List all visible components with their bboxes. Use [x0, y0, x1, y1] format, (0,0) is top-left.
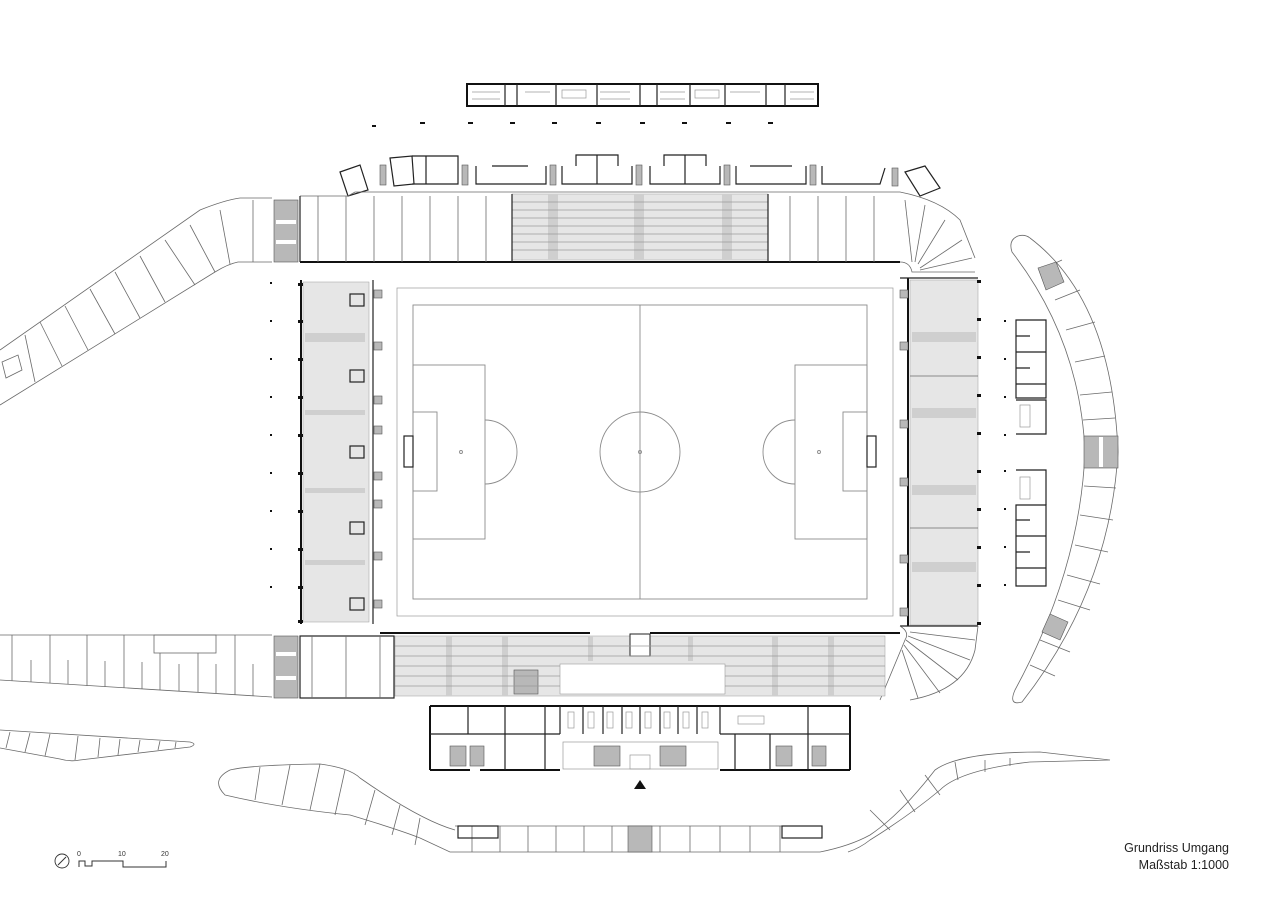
football-pitch — [396, 287, 894, 617]
south-main-stand — [273, 632, 900, 699]
kiosk-row — [339, 154, 941, 197]
east-stand — [879, 277, 981, 701]
entrance-triangle-icon — [634, 780, 646, 789]
southwest-ramp — [0, 634, 273, 698]
northwest-ramp — [0, 197, 272, 406]
main-building — [429, 705, 851, 789]
scale-label: Maßstab 1:1000 — [1138, 858, 1229, 872]
east-curved-ramp — [1010, 234, 1119, 704]
south-promenade — [218, 751, 1111, 853]
north-arrow-icon — [54, 853, 70, 869]
title-block: Grundriss Umgang Maßstab 1:1000 — [1124, 840, 1229, 874]
west-stand — [270, 280, 383, 624]
scale-tick-20: 20 — [161, 851, 169, 858]
scale-tick-0: 0 — [77, 851, 81, 858]
east-toilet-blocks — [1004, 319, 1047, 587]
drawing-title: Grundriss Umgang — [1124, 841, 1229, 855]
southwest-wedge — [0, 729, 195, 762]
bollard-row-north — [372, 122, 773, 127]
north-stand — [273, 191, 976, 273]
north-pavilion — [466, 83, 819, 107]
scale-tick-10: 10 — [118, 851, 126, 858]
scale-bar — [54, 853, 167, 869]
